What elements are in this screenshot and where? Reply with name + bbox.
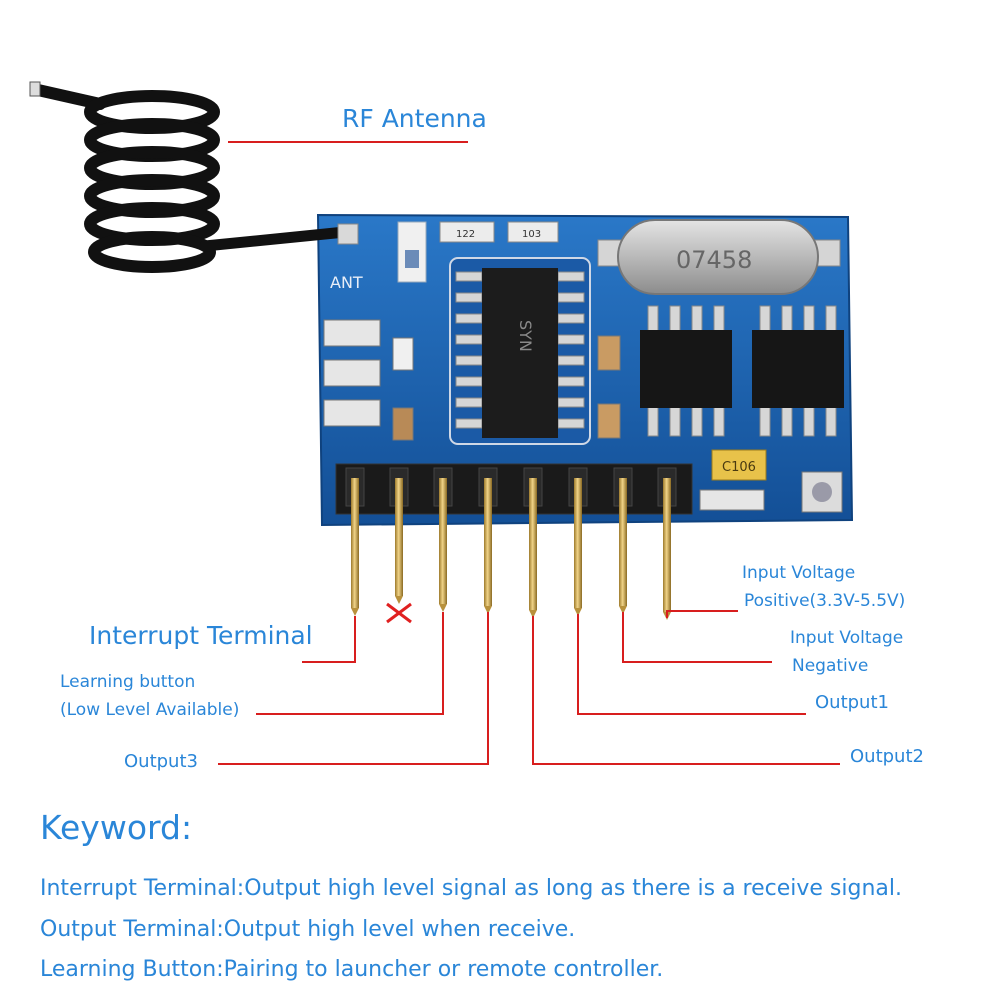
output1-label: Output1 <box>815 692 889 713</box>
output3-label: Output3 <box>124 751 198 772</box>
soic-pin <box>803 403 815 437</box>
leader-output3 <box>218 612 489 765</box>
leader-learning-button <box>256 612 444 715</box>
resistor-smd-2 <box>507 221 559 243</box>
leader-output1 <box>577 614 806 715</box>
soic-pin <box>691 305 703 335</box>
no-connect-x-icon <box>386 602 412 624</box>
ic-pin <box>557 313 585 324</box>
soic-pin <box>713 305 725 335</box>
input-positive-label-line2: Positive(3.3V-5.5V) <box>744 591 906 611</box>
soic-pin <box>825 403 837 437</box>
ic-pin <box>455 355 483 366</box>
soic-body <box>640 330 732 408</box>
resistor-marking-1: 122 <box>456 229 475 240</box>
ic-pin <box>557 355 585 366</box>
header-pin <box>529 478 537 610</box>
header-pin <box>351 478 359 608</box>
header-pin-tip <box>484 606 492 614</box>
leader-input-negative <box>622 612 772 663</box>
soic-pin <box>647 403 659 437</box>
keyword-line-learning: Learning Button:Pairing to launcher or r… <box>40 957 664 982</box>
ant-silkscreen: ANT <box>330 273 363 292</box>
soic-pin <box>781 305 793 335</box>
header-pins <box>345 467 677 620</box>
header-pin-tip <box>395 596 403 604</box>
led-lens <box>405 250 419 268</box>
input-negative-label-line2: Negative <box>792 656 869 676</box>
input-negative-label-line1: Input Voltage <box>790 628 904 648</box>
soic-pin <box>825 305 837 335</box>
ic-pin <box>557 292 585 303</box>
soic-pin <box>669 305 681 335</box>
header-pin-tip <box>439 604 447 612</box>
soic-body <box>752 330 844 408</box>
header-pin <box>574 478 582 608</box>
antenna-coil <box>29 81 351 273</box>
soic-pin <box>691 403 703 437</box>
main-ic: SYN <box>449 257 591 445</box>
header-pin <box>619 478 627 606</box>
soic-pin <box>759 403 771 437</box>
antenna-solder-pad <box>337 223 359 245</box>
header-pin <box>395 478 403 596</box>
leader-input-positive <box>666 610 738 618</box>
soic-pin <box>713 403 725 437</box>
input-positive-label-line1: Input Voltage <box>742 563 856 583</box>
interrupt-terminal-label: Interrupt Terminal <box>89 621 313 650</box>
ic-pin <box>455 313 483 324</box>
chip-marking: SYN <box>516 320 535 352</box>
ic-pin <box>557 397 585 408</box>
ic-pin <box>455 334 483 345</box>
header-pin <box>484 478 492 606</box>
header-pin-tip <box>619 606 627 614</box>
leader-lines <box>218 141 840 765</box>
soic-pin <box>669 403 681 437</box>
ic-pin <box>455 397 483 408</box>
resistor-smd-1 <box>439 221 495 243</box>
ic-pin <box>455 418 483 429</box>
rf-antenna-label: RF Antenna <box>342 104 487 133</box>
header-pin-tip <box>529 610 537 618</box>
left-smd-components <box>323 319 621 441</box>
ic-pin <box>557 376 585 387</box>
ic-pin <box>455 292 483 303</box>
header-pin <box>663 478 671 612</box>
learning-button-label-line1: Learning button <box>60 672 196 692</box>
resistor-marking-2: 103 <box>522 229 541 240</box>
pin-header <box>335 463 693 515</box>
leader-interrupt <box>302 616 356 663</box>
soic-pin <box>781 403 793 437</box>
learning-button-label-line2: (Low Level Available) <box>60 700 240 720</box>
header-pin <box>439 478 447 604</box>
ic-pin <box>455 376 483 387</box>
keyword-title: Keyword: <box>40 808 193 847</box>
ic-pin <box>557 418 585 429</box>
header-pin-tip <box>351 608 359 616</box>
header-pin-tip <box>574 608 582 616</box>
soic-pin <box>803 305 815 335</box>
leader-output2 <box>532 616 840 765</box>
smd-resistor-bottom <box>699 489 765 511</box>
soic-pin <box>759 305 771 335</box>
capacitor-marking: C106 <box>722 460 756 475</box>
keyword-line-interrupt: Interrupt Terminal:Output high level sig… <box>40 876 902 901</box>
ic-pin <box>455 271 483 282</box>
test-pad-dot <box>812 482 832 502</box>
output2-label: Output2 <box>850 746 924 767</box>
ic-pin <box>557 271 585 282</box>
keyword-line-output: Output Terminal:Output high level when r… <box>40 917 576 942</box>
crystal-oscillator: 07458 <box>597 219 841 295</box>
ic-pin <box>557 334 585 345</box>
soic-pin <box>647 305 659 335</box>
crystal-marking: 07458 <box>676 246 752 274</box>
soic-chips <box>640 305 844 437</box>
tantalum-capacitor: C106 <box>711 449 767 481</box>
